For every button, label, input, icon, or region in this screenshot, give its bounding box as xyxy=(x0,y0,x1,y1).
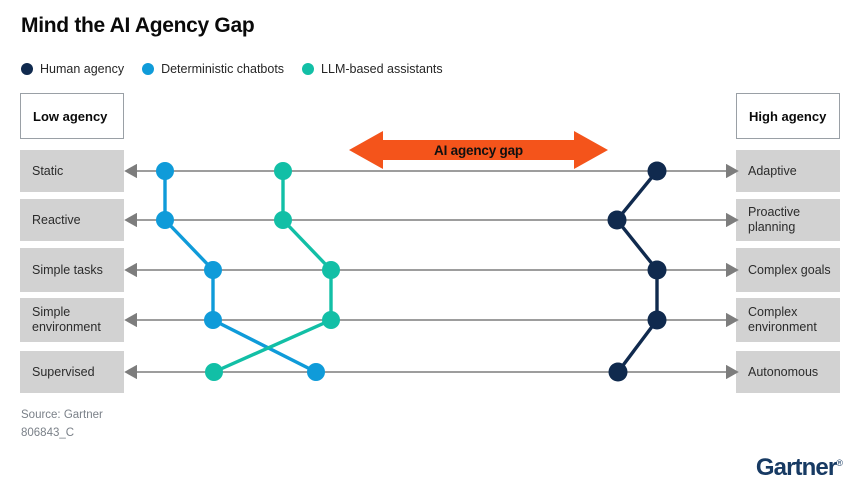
data-point xyxy=(647,310,667,330)
ai-agency-gap-label: AI agency gap xyxy=(434,142,523,158)
row-label-right-3: Complex environment xyxy=(736,298,840,342)
series-llm-based-assistants xyxy=(205,162,340,381)
legend-item-llm-based-assistants: LLM-based assistants xyxy=(302,62,443,76)
row-label-right-2: Complex goals xyxy=(736,248,840,292)
gartner-logo-text: Gartner xyxy=(755,454,837,481)
circle-icon xyxy=(21,63,33,75)
data-point xyxy=(307,363,325,381)
row-label-right-0: Adaptive xyxy=(736,150,840,192)
legend-item-deterministic-chatbots: Deterministic chatbots xyxy=(142,62,284,76)
data-point xyxy=(647,260,667,280)
source-text: Source: Gartner xyxy=(21,409,103,421)
document-id: 806843_C xyxy=(21,427,75,439)
legend-label: Human agency xyxy=(40,62,125,76)
data-point xyxy=(156,211,174,229)
data-point xyxy=(608,362,628,382)
row-label-left-2: Simple tasks xyxy=(20,248,124,292)
source-note: Source: Gartner 806843_C xyxy=(21,406,103,442)
row-label-left-3: Simple environment xyxy=(20,298,124,342)
series-human-agency xyxy=(607,161,667,382)
legend-label: Deterministic chatbots xyxy=(161,62,285,76)
circle-icon xyxy=(142,63,155,75)
row-label-right-4: Autonomous xyxy=(736,351,840,393)
data-point xyxy=(322,261,340,279)
data-point xyxy=(205,363,223,381)
row-label-left-4: Supervised xyxy=(20,351,124,393)
data-point xyxy=(647,161,667,181)
axis-header-high-agency: High agency xyxy=(736,93,840,139)
chart-legend: Human agency Deterministic chatbots LLM-… xyxy=(21,62,443,76)
data-point xyxy=(274,211,292,229)
page-title: Mind the AI Agency Gap xyxy=(21,14,255,37)
axis-lines xyxy=(124,163,739,380)
registered-mark: ® xyxy=(836,458,843,468)
data-point xyxy=(204,261,222,279)
axis-header-low-agency: Low agency xyxy=(20,93,124,139)
ai-agency-gap-arrow xyxy=(349,131,608,169)
row-label-left-1: Reactive xyxy=(20,199,124,241)
data-point xyxy=(322,311,340,329)
series-deterministic-chatbots xyxy=(156,162,325,381)
data-point xyxy=(607,210,627,230)
data-point xyxy=(274,162,292,180)
row-label-right-1: Proactive planning xyxy=(736,199,840,241)
data-point xyxy=(156,162,174,180)
legend-label: LLM-based assistants xyxy=(321,62,443,76)
legend-item-human-agency: Human agency xyxy=(21,62,124,76)
row-label-left-0: Static xyxy=(20,150,124,192)
circle-icon xyxy=(302,63,315,75)
data-point xyxy=(204,311,222,329)
gartner-logo: Gartner® xyxy=(755,454,843,482)
